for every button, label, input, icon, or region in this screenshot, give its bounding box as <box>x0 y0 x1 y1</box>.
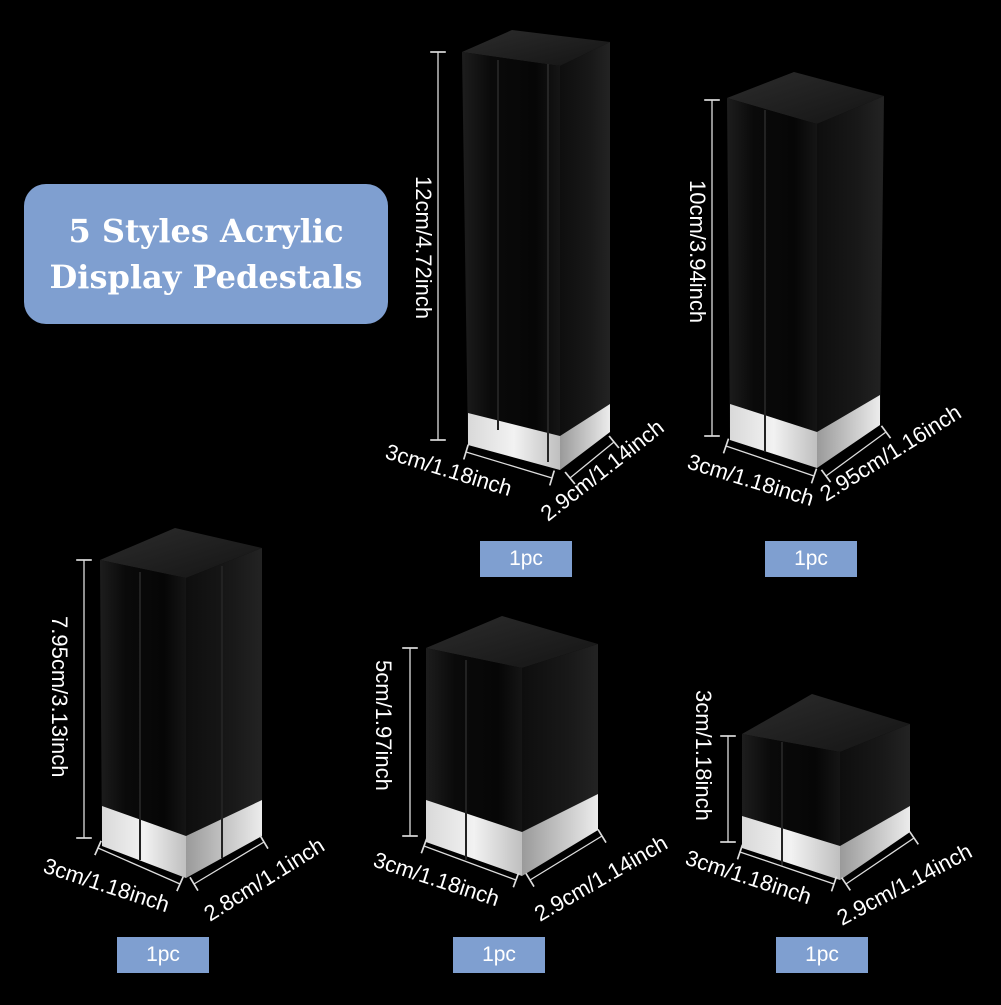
pedestal-3cm <box>742 694 910 880</box>
pedestal-12cm <box>462 30 610 470</box>
pedestal-7.95cm <box>100 528 262 878</box>
pedestal-2-height-label: 10cm/3.94inch <box>685 180 710 323</box>
pedestal-10cm <box>727 72 884 468</box>
title-line-1: 5 Styles Acrylic <box>68 212 344 250</box>
pedestal-5cm <box>426 616 598 876</box>
pedestal-3-quantity-badge: 1pc <box>117 937 209 973</box>
title-banner: 5 Styles Acrylic Display Pedestals <box>24 184 388 324</box>
pedestal-4-quantity-badge: 1pc <box>453 937 545 973</box>
pedestal-1-quantity-badge: 1pc <box>480 541 572 577</box>
pedestal-3-height-label: 7.95cm/3.13inch <box>47 616 72 777</box>
pedestal-4-height-label: 5cm/1.97inch <box>371 660 396 791</box>
pedestal-5-quantity-badge: 1pc <box>776 937 868 973</box>
pedestal-1-height-label: 12cm/4.72inch <box>411 176 436 319</box>
pedestal-5-height-label: 3cm/1.18inch <box>691 690 716 821</box>
pedestal-2-quantity-badge: 1pc <box>765 541 857 577</box>
dimension-lines <box>76 51 920 892</box>
title-line-2: Display Pedestals <box>49 258 363 296</box>
